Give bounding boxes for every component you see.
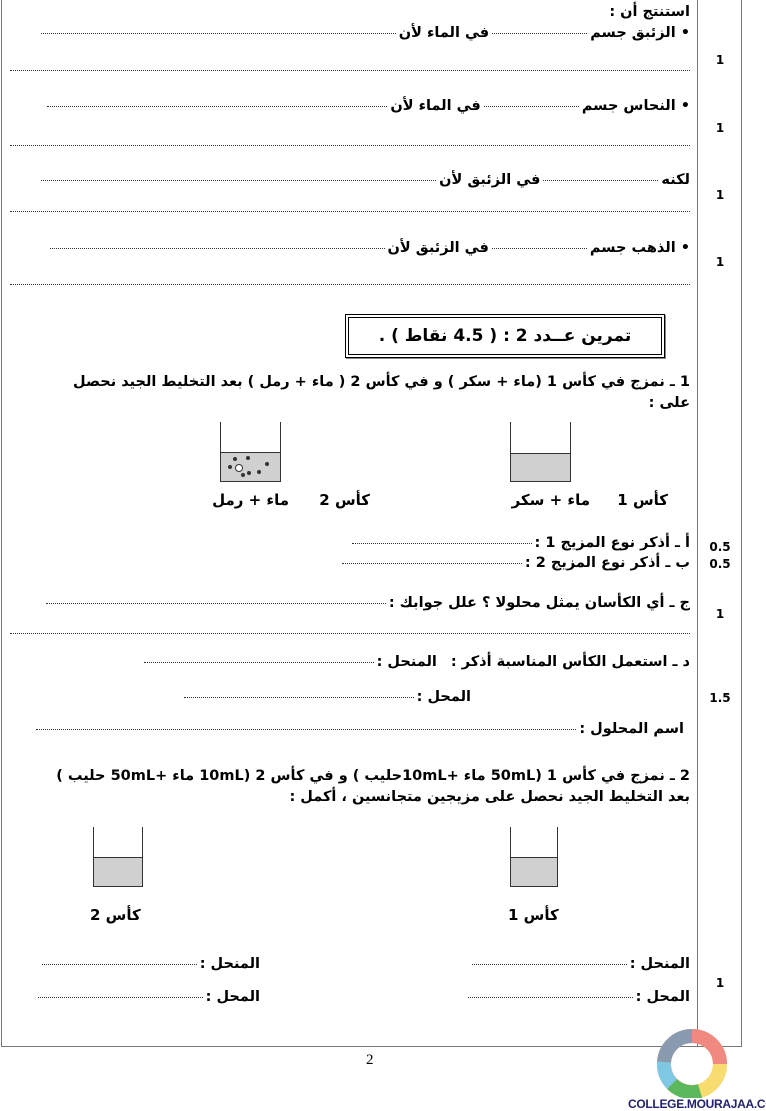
question-c: ج ـ أي الكأسان يمثل محلولا ؟ علل جوابك : xyxy=(43,594,690,612)
question-2-text-cont: بعد التخليط الجيد نحصل على مزيجين متجانس… xyxy=(289,789,690,805)
points: 1.5 xyxy=(709,691,731,705)
page-frame xyxy=(1,0,742,1047)
glass-1-label: كأس 1 xyxy=(617,491,668,509)
conclude-heading: استنتج أن : xyxy=(609,4,690,20)
glass-1-solute: المنحل : xyxy=(469,955,690,973)
page-number: 2 xyxy=(366,1052,374,1068)
site-logo xyxy=(656,1028,728,1098)
points: 1 xyxy=(715,607,725,621)
gold-line: • الذهب جسم في الزئبق لأن xyxy=(47,239,690,257)
points: 0.5 xyxy=(709,540,731,554)
beaker-2-milk xyxy=(93,827,143,887)
mercury-line: • الزئبق جسم في الماء لأن xyxy=(38,24,690,42)
glass-2-solute: المنحل : xyxy=(39,955,260,973)
points: 1 xyxy=(715,255,725,269)
points-column-divider xyxy=(697,0,698,1047)
points: 0.5 xyxy=(709,557,731,571)
glass-1-content: ماء + سكر xyxy=(511,491,590,509)
glass-2-content: ماء + رمل xyxy=(212,491,289,509)
answer-line[interactable] xyxy=(10,633,690,634)
glass-2-label-b: كأس 2 xyxy=(90,906,141,924)
question-2-text: 2 ـ نمزج في كأس 1 (50mL ماء +10mLحليب ) … xyxy=(56,768,690,784)
beaker-1-water-sugar xyxy=(510,422,571,482)
beaker-2-water-sand xyxy=(220,422,281,482)
glass-1-solvent: المحل : xyxy=(465,988,690,1006)
exercise-2-title: تمرين عــدد 2 : ( 4.5 نقاط ) . xyxy=(345,314,665,358)
question-1-text: 1 ـ نمزج في كأس 1 (ماء + سكر ) و في كأس … xyxy=(73,374,690,390)
copper-line: • النحاس جسم في الماء لأن xyxy=(44,97,690,115)
solvent-line: المحل : xyxy=(181,688,471,706)
glass-1-label-b: كأس 1 xyxy=(508,906,559,924)
beaker-1-milk xyxy=(510,827,558,887)
glass-2-solvent: المحل : xyxy=(35,988,260,1006)
question-a: أ ـ أذكر نوع المزيج 1 : xyxy=(349,534,690,552)
question-1-text-cont: على : xyxy=(648,395,690,411)
answer-line[interactable] xyxy=(10,70,690,71)
glass-2-label: كأس 2 xyxy=(319,491,370,509)
points: 1 xyxy=(715,976,725,990)
answer-line[interactable] xyxy=(10,284,690,285)
points: 1 xyxy=(715,121,725,135)
points: 1 xyxy=(715,188,725,202)
answer-line[interactable] xyxy=(10,145,690,146)
logo-text: COLLEGE.MOURAJAA.COM xyxy=(628,1097,766,1111)
but-line: لكنه في الزئبق لأن xyxy=(38,171,690,189)
question-b: ب ـ أذكر نوع المزيج 2 : xyxy=(339,554,690,572)
points: 1 xyxy=(715,53,725,67)
answer-line[interactable] xyxy=(10,211,690,212)
solution-name-line: اسم المحلول : xyxy=(33,720,684,738)
question-d: د ـ استعمل الكأس المناسبة أذكر : المنحل … xyxy=(141,653,690,671)
